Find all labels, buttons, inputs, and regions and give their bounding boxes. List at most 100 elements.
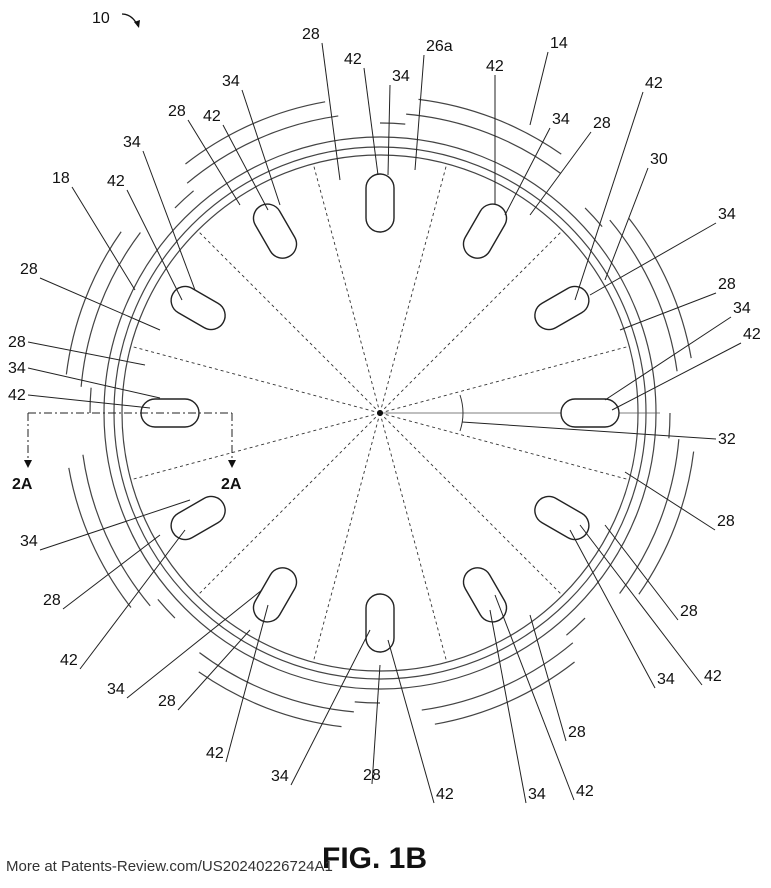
leader-line — [570, 530, 655, 688]
reference-label: 28 — [568, 724, 586, 741]
reference-label: 28 — [168, 103, 186, 120]
reference-label: 42 — [576, 783, 594, 800]
section-label-right: 2A — [221, 476, 242, 493]
segment-tab — [90, 388, 91, 413]
slot — [366, 594, 394, 652]
leader-line — [388, 640, 434, 803]
reference-label: 34 — [20, 533, 38, 550]
outer-segment — [199, 653, 354, 727]
reference-label: 34 — [8, 360, 26, 377]
leader-line — [291, 630, 370, 785]
reference-label: 42 — [645, 75, 663, 92]
segment-tab — [175, 191, 194, 208]
slot — [166, 281, 230, 334]
section-line-2a — [28, 413, 232, 462]
reference-label: 28 — [593, 115, 611, 132]
leader-line — [530, 132, 591, 215]
leader-line — [28, 395, 150, 408]
leader-line — [72, 187, 135, 290]
leader-line — [388, 85, 390, 175]
reference-label: 18 — [52, 170, 70, 187]
section-arrow-icons — [24, 460, 236, 468]
outer-segment — [66, 232, 140, 387]
reference-label: 42 — [743, 326, 761, 343]
sector-divider — [198, 231, 380, 413]
leader-line — [620, 293, 716, 330]
leader-line — [127, 590, 262, 698]
outer-segment — [610, 218, 691, 371]
leader-line — [495, 595, 574, 800]
outer-segment — [620, 439, 694, 594]
section-label-left: 2A — [12, 476, 33, 493]
leader-line — [40, 500, 190, 550]
reference-label: 42 — [60, 652, 78, 669]
segment-tab — [380, 123, 405, 124]
leader-line — [28, 368, 160, 398]
reference-label: 14 — [550, 35, 568, 52]
reference-label: 34 — [733, 300, 751, 317]
leader-line — [605, 168, 648, 280]
segment-tab — [158, 599, 175, 618]
slot — [530, 491, 594, 544]
source-footer: More at Patents-Review.com/US20240226724… — [6, 858, 333, 875]
reference-label: 34 — [657, 671, 675, 688]
leader-line — [530, 52, 548, 125]
reference-label: 32 — [718, 431, 736, 448]
reference-label: 28 — [158, 693, 176, 710]
outer-segment — [69, 455, 150, 608]
reference-label: 34 — [271, 768, 289, 785]
leader-line — [625, 472, 715, 530]
center-point — [377, 410, 383, 416]
reference-label: 26a — [426, 38, 453, 55]
sector-divider — [380, 413, 562, 595]
reference-label: 34 — [392, 68, 410, 85]
reference-label: 34 — [718, 206, 736, 223]
leader-line — [28, 342, 145, 365]
assembly-ref-label: 10 — [92, 10, 110, 27]
slot — [561, 399, 619, 427]
figure-title: FIG. 1B — [322, 842, 427, 876]
leader-line — [40, 278, 160, 330]
slot — [166, 491, 230, 544]
reference-label: 42 — [436, 786, 454, 803]
reference-label: 28 — [363, 767, 381, 784]
reference-label: 34 — [123, 134, 141, 151]
leader-line — [242, 90, 280, 205]
reference-label: 42 — [206, 745, 224, 762]
segment-tab — [566, 618, 585, 635]
assembly-arrow-icon — [122, 14, 138, 26]
reference-label: 34 — [528, 786, 546, 803]
reference-label: 42 — [704, 668, 722, 685]
reference-labels: 28 42 34 26a 14 42 34 28 42 30 34 28 34 42 32 28 28 42 34 2… — [8, 26, 761, 803]
reference-label: 28 — [717, 513, 735, 530]
slot — [530, 281, 594, 334]
leader-line — [226, 605, 268, 762]
reference-label: 42 — [107, 173, 125, 190]
reference-label: 34 — [107, 681, 125, 698]
segment-tab — [669, 413, 670, 438]
reference-label: 28 — [20, 261, 38, 278]
reference-label: 28 — [718, 276, 736, 293]
slot — [366, 174, 394, 232]
reference-label: 42 — [486, 58, 504, 75]
reference-label: 42 — [203, 108, 221, 125]
reference-label: 42 — [344, 51, 362, 68]
leader-line — [530, 615, 566, 741]
leader-line — [178, 630, 250, 710]
sector-divider — [198, 413, 380, 595]
sector-divider — [380, 231, 562, 413]
leader-line — [364, 68, 378, 175]
reference-label: 42 — [8, 387, 26, 404]
reference-label: 28 — [680, 603, 698, 620]
reference-label: 28 — [302, 26, 320, 43]
leader-line — [415, 55, 424, 170]
outer-segment — [406, 99, 561, 173]
reference-label: 28 — [8, 334, 26, 351]
segment-tab — [355, 702, 380, 703]
reference-label: 34 — [222, 73, 240, 90]
reference-label: 30 — [650, 151, 668, 168]
slot — [248, 199, 301, 263]
slot — [458, 199, 511, 263]
leader-line — [143, 151, 195, 290]
